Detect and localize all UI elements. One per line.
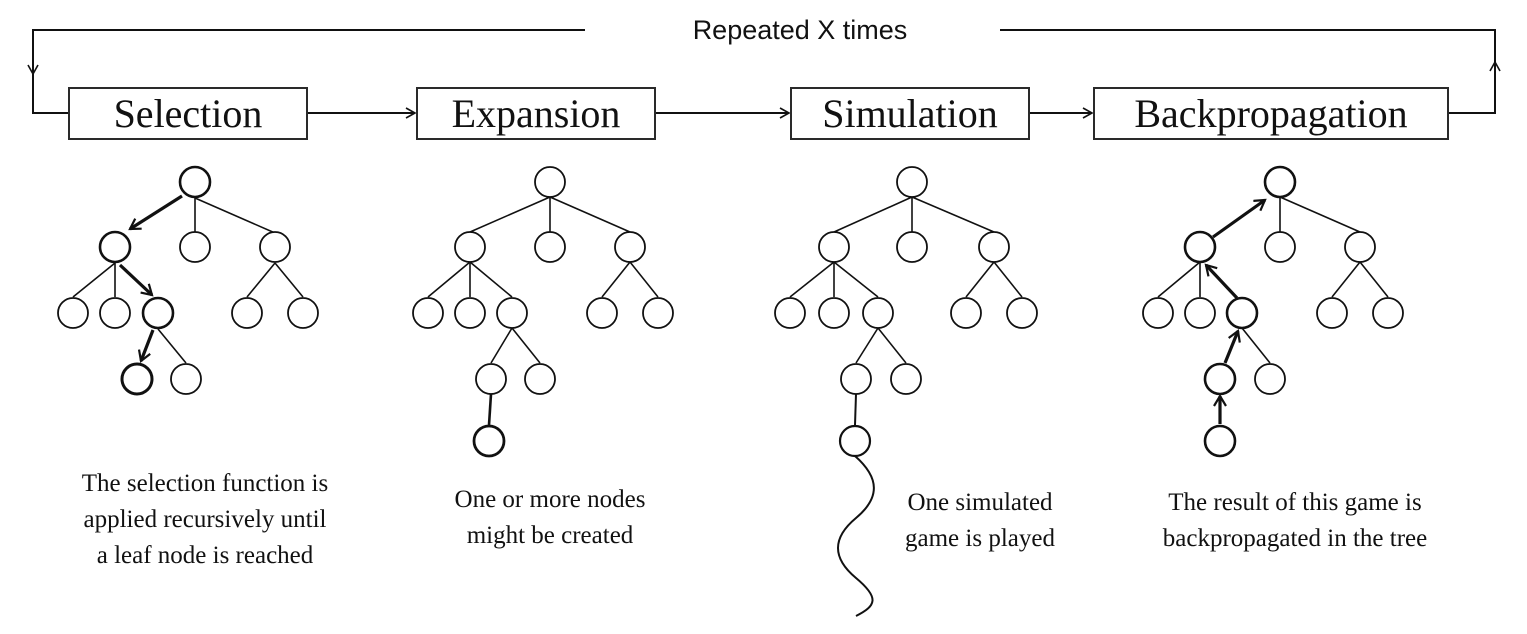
tree-node — [524, 363, 556, 395]
tree-node — [642, 297, 674, 329]
tree-expansion — [412, 166, 674, 458]
phase-box-expansion: Expansion — [416, 87, 656, 140]
tree-node — [840, 363, 872, 395]
tree-node-leaf — [120, 362, 154, 396]
tree-node — [57, 297, 89, 329]
tree-node — [1316, 297, 1348, 329]
tree-node — [1254, 363, 1286, 395]
tree-node — [496, 297, 528, 329]
tree-nodes — [412, 166, 674, 458]
tree-simulation — [774, 166, 1038, 617]
tree-node — [1344, 231, 1376, 263]
tree-node — [890, 363, 922, 395]
tree-node — [475, 363, 507, 395]
selection-arrow-3 — [137, 329, 155, 363]
tree-node — [259, 231, 291, 263]
tree-node — [179, 231, 211, 263]
selection-arrow-2 — [118, 263, 154, 297]
tree-node — [1225, 296, 1259, 330]
tree-node — [818, 231, 850, 263]
backprop-arrow-3 — [1204, 263, 1239, 300]
tree-node — [231, 297, 263, 329]
tree-selection — [57, 165, 319, 396]
tree-node — [774, 297, 806, 329]
tree-node — [862, 297, 894, 329]
tree-backpropagation — [1142, 165, 1404, 458]
tree-node — [534, 231, 566, 263]
tree-nodes — [1142, 165, 1404, 458]
tree-node — [896, 231, 928, 263]
tree-node — [454, 297, 486, 329]
caption-backpropagation: The result of this game is backpropagate… — [1125, 485, 1465, 557]
selection-path — [118, 194, 183, 363]
tree-edges — [789, 196, 1023, 426]
caption-line: might be created — [466, 522, 634, 549]
tree-node — [614, 231, 646, 263]
backprop-path — [1204, 198, 1267, 424]
tree-node — [1203, 362, 1237, 396]
caption-line: One simulated — [907, 489, 1053, 516]
tree-node — [1184, 297, 1216, 329]
tree-node — [1203, 424, 1237, 458]
tree-node — [287, 297, 319, 329]
tree-node — [141, 296, 175, 330]
tree-node — [978, 231, 1010, 263]
tree-edges — [1157, 196, 1389, 364]
tree-node — [1142, 297, 1174, 329]
tree-nodes — [774, 166, 1038, 458]
tree-node — [1372, 297, 1404, 329]
loop-label: Repeated X times — [692, 15, 908, 45]
tree-node — [534, 166, 566, 198]
tree-node — [98, 230, 132, 264]
caption-line: One or more nodes — [454, 486, 646, 513]
caption-line: The result of this game is — [1168, 489, 1422, 516]
tree-edges — [427, 196, 659, 426]
selection-arrow-1 — [128, 194, 183, 231]
caption-line: game is played — [905, 525, 1055, 552]
tree-node — [896, 166, 928, 198]
caption-expansion: One or more nodes might be created — [405, 482, 695, 554]
loop-connector — [27, 29, 1501, 114]
backprop-arrow-4 — [1212, 198, 1267, 239]
tree-node — [950, 297, 982, 329]
tree-node — [1183, 230, 1217, 264]
caption-line: The selection function is — [81, 470, 329, 497]
tree-node — [586, 297, 618, 329]
simulation-playout-path — [837, 455, 875, 617]
phase-box-backpropagation: Backpropagation — [1093, 87, 1449, 140]
caption-selection: The selection function is applied recurs… — [40, 466, 370, 574]
tree-node — [1006, 297, 1038, 329]
tree-node — [412, 297, 444, 329]
tree-edges — [72, 197, 304, 364]
phase-box-simulation: Simulation — [790, 87, 1030, 140]
tree-node — [1263, 165, 1297, 199]
phase-box-selection: Selection — [68, 87, 308, 140]
tree-node — [178, 165, 212, 199]
backprop-arrow-2 — [1223, 329, 1241, 364]
caption-line: backpropagated in the tree — [1162, 525, 1428, 552]
tree-node — [454, 231, 486, 263]
tree-nodes — [57, 165, 319, 396]
caption-line: applied recursively until — [83, 506, 327, 533]
tree-node — [818, 297, 850, 329]
tree-node-new — [472, 424, 506, 458]
caption-line: a leaf node is reached — [96, 542, 314, 569]
tree-node — [99, 297, 131, 329]
tree-node — [838, 424, 872, 458]
caption-simulation: One simulated game is played — [870, 485, 1090, 557]
tree-node — [1264, 231, 1296, 263]
tree-node — [170, 363, 202, 395]
